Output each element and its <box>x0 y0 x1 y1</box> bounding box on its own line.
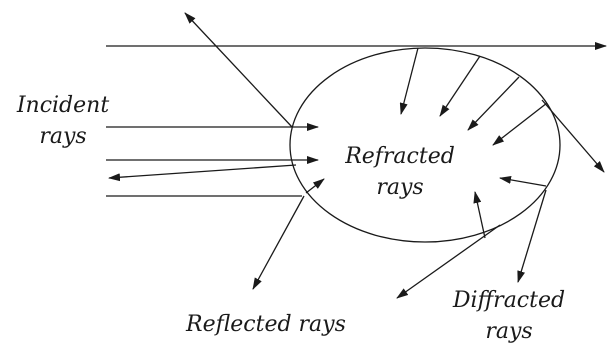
refracted-ray-2 <box>439 55 481 117</box>
label-refracted-line2: rays <box>376 175 424 200</box>
diffracted-ray-right <box>541 99 605 173</box>
refracted-ray-3 <box>467 76 520 131</box>
label-incident-line1: Incident <box>16 93 110 118</box>
refracted-ray-1 <box>399 47 419 115</box>
reflected-ray-upper <box>184 12 293 128</box>
label-diffracted-line1: Diffracted <box>452 288 566 313</box>
label-reflected: Reflected rays <box>186 312 346 337</box>
refracted-ray-5 <box>499 175 547 187</box>
label-diffracted-line2: rays <box>485 319 533 344</box>
label-incident-line2: rays <box>39 124 87 149</box>
diffracted-ray-lower-right <box>517 189 547 283</box>
label-refracted-line1: Refracted <box>345 144 455 169</box>
refracted-ray-4 <box>492 102 548 146</box>
reflected-ray-left <box>108 164 297 182</box>
refracted-ray-7 <box>305 178 325 194</box>
scattering-object-ellipse <box>289 47 561 243</box>
diffracted-ray-lower-left <box>396 224 501 299</box>
refracted-ray-6 <box>473 191 486 239</box>
reflected-ray-lower <box>252 195 305 290</box>
